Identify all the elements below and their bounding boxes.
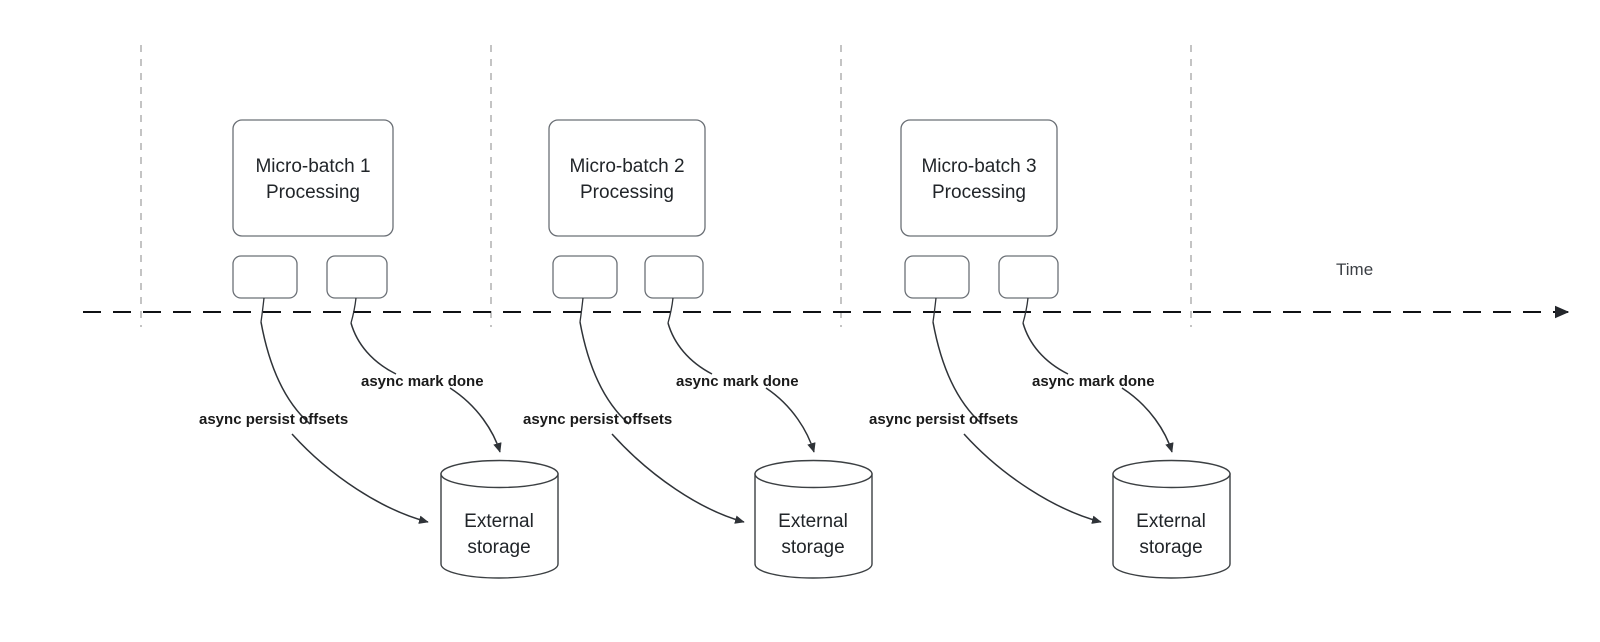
microbatch-2-storage-label-line1: External [778, 511, 848, 532]
microbatch-2-persist-offsets-arrow-tail [611, 433, 745, 524]
microbatch-1-persist-offsets-label: async persist offsets [199, 411, 348, 428]
microbatch-3-mark-done-arrow-tail [1121, 387, 1174, 453]
microbatch-3-storage-label-line1: External [1136, 511, 1206, 532]
microbatch-2-tick-right [667, 297, 674, 324]
microbatch-2-process-box[interactable] [548, 119, 706, 237]
microbatch-2-mark-done-arrow [667, 322, 713, 375]
microbatch-1-tick-right [350, 297, 357, 324]
microbatch-3-tick-left [932, 297, 937, 323]
microbatch-3-process-label-line1: Micro-batch 3 [921, 156, 1036, 177]
microbatch-2-task-box-right[interactable] [644, 255, 704, 299]
group-3: Micro-batch 3 Processing async persist o… [869, 119, 1231, 579]
time-axis-label: Time [1336, 260, 1373, 279]
microbatch-3-mark-done-label: async mark done [1032, 373, 1155, 390]
microbatch-3-process-box[interactable] [900, 119, 1058, 237]
microbatch-2-tick-left [579, 297, 584, 323]
microbatch-3-tick-right [1022, 297, 1029, 324]
microbatch-3-persist-offsets-arrow-tail [963, 433, 1102, 524]
microbatch-1-task-box-right[interactable] [326, 255, 388, 299]
microbatch-1-external-storage-cylinder[interactable] [440, 459, 559, 579]
microbatch-3-persist-offsets-label: async persist offsets [869, 411, 1018, 428]
microbatch-2-process-label-line2: Processing [580, 182, 674, 203]
microbatch-1-persist-offsets-arrow-tail [291, 433, 429, 524]
microbatch-2-mark-done-label: async mark done [676, 373, 799, 390]
microbatch-1-persist-offsets-arrow [260, 321, 311, 425]
microbatch-2-mark-done-arrow-tail [765, 387, 816, 453]
microbatch-3-task-box-left[interactable] [904, 255, 970, 299]
microbatch-1-storage-label-line1: External [464, 511, 534, 532]
microbatch-1-process-box[interactable] [232, 119, 394, 237]
microbatch-2-persist-offsets-arrow [579, 321, 630, 425]
microbatch-1-mark-done-arrow-tail [449, 387, 502, 453]
microbatch-2-storage-label-line2: storage [781, 537, 844, 558]
microbatch-2-persist-offsets-label: async persist offsets [523, 411, 672, 428]
microbatch-1-tick-left [260, 297, 265, 323]
microbatch-1-storage-label-line2: storage [467, 537, 530, 558]
microbatch-3-external-storage-cylinder[interactable] [1112, 459, 1231, 579]
microbatch-2-process-label-line1: Micro-batch 2 [569, 156, 684, 177]
vertical-guides [140, 45, 1192, 327]
microbatch-3-mark-done-arrow [1022, 322, 1069, 375]
microbatch-2-external-storage-cylinder[interactable] [754, 459, 873, 579]
group-1: Micro-batch 1 Processing async persist o… [199, 119, 559, 579]
microbatch-3-task-box-right[interactable] [998, 255, 1059, 299]
microbatch-1-task-box-left[interactable] [232, 255, 298, 299]
microbatch-3-persist-offsets-arrow [932, 321, 983, 425]
microbatch-3-process-label-line2: Processing [932, 182, 1026, 203]
microbatch-1-process-label-line2: Processing [266, 182, 360, 203]
microbatch-2-task-box-left[interactable] [552, 255, 618, 299]
microbatch-1-process-label-line1: Micro-batch 1 [255, 156, 370, 177]
group-2: Micro-batch 2 Processing async persist o… [523, 119, 873, 579]
microbatch-3-storage-label-line2: storage [1139, 537, 1202, 558]
microbatch-1-mark-done-label: async mark done [361, 373, 484, 390]
microbatch-1-mark-done-arrow [350, 322, 397, 375]
